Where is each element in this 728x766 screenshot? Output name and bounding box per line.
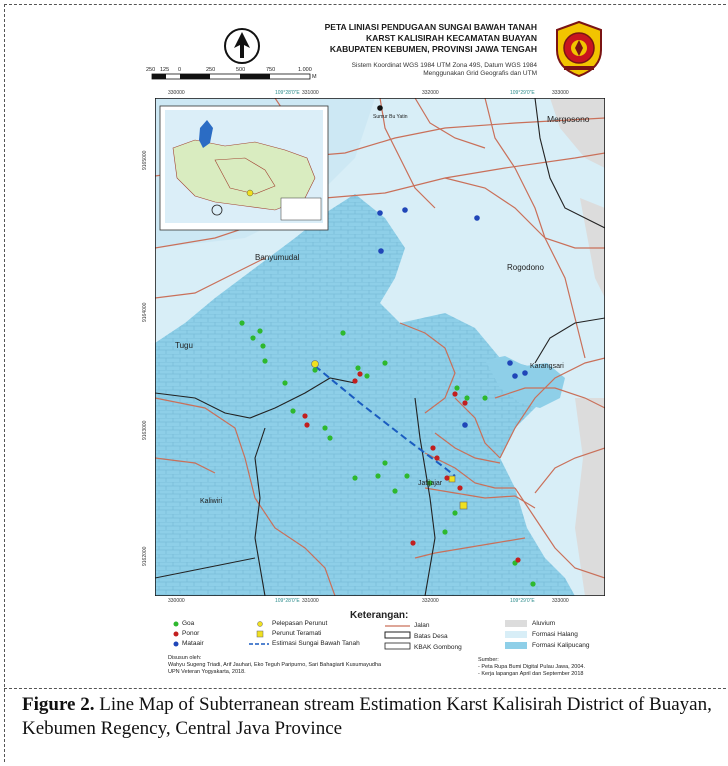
grid-y-label: 9165000 <box>142 150 148 170</box>
aluvium-area <box>575 398 605 596</box>
grid-x-label: 332000 <box>422 90 439 96</box>
grid-x-label: 333000 <box>552 598 569 604</box>
scalebar-tick: 250 <box>146 67 156 73</box>
map-sources: Sumber: - Peta Rupa Bumi Digital Pulau J… <box>478 657 586 677</box>
place-banyumudal: Banyumudal <box>255 253 300 262</box>
scalebar-tick: 125 <box>160 67 170 73</box>
grid-x-geo-label: 109°28'0"E <box>275 90 300 96</box>
perunut-teramati-marker <box>459 501 468 510</box>
scalebar-unit: M <box>312 74 317 80</box>
scalebar-tick: 750 <box>266 67 276 73</box>
place-sumur: Sumur Bu Yatin <box>373 114 408 120</box>
legend-pelepasan: Pelepasan Perunut <box>272 620 328 627</box>
legend-perunut-symbol <box>256 630 264 638</box>
legend-ponor-symbol <box>173 631 179 637</box>
place-kaliwiri: Kaliwiri <box>200 498 223 505</box>
legend-mataair: Mataair <box>182 640 204 647</box>
figure-frame <box>4 4 726 762</box>
caption-label: Figure 2. <box>22 694 95 715</box>
scalebar-tick: 1.000 <box>298 67 312 73</box>
legend-jalan: Jalan <box>414 622 430 629</box>
place-rogodono: Rogodono <box>507 263 544 272</box>
scale-bar <box>151 73 311 80</box>
legend-symbols <box>173 620 527 650</box>
map-title: PETA LINIASI PENDUGAAN SUNGAI BAWAH TANA… <box>324 22 537 54</box>
place-tugu: Tugu <box>175 341 193 350</box>
pelepasan-perunut-marker <box>311 360 319 368</box>
scalebar-tick: 0 <box>178 67 182 73</box>
legend-estimasi: Estimasi Sungai Bawah Tanah <box>272 640 360 647</box>
figure-caption: Figure 2. Line Map of Subterranean strea… <box>22 693 722 741</box>
grid-x-geo-label: 109°29'0"E <box>510 598 535 604</box>
legend-aluvium: Aluvium <box>532 620 556 627</box>
grid-x-geo-label: 109°29'0"E <box>510 90 535 96</box>
map-subtitle: Sistem Koordinat WGS 1984 UTM Zona 49S, … <box>351 62 537 77</box>
grid-y-label: 9163000 <box>142 420 148 440</box>
scalebar-tick: 500 <box>236 67 246 73</box>
road-network <box>155 98 605 596</box>
legend-aluvium-symbol <box>505 620 527 627</box>
legend-kalipucang: Formasi Kalipucang <box>532 642 590 649</box>
north-arrow-icon <box>224 28 260 64</box>
grid-x-label: 331000 <box>302 598 319 604</box>
inset-location-map <box>159 105 329 231</box>
place-jatijajar: Jatijajar <box>418 480 443 487</box>
legend-mataair-symbol <box>173 641 179 647</box>
estimasi-sungai-line <box>314 365 456 477</box>
scalebar-tick: 250 <box>206 67 216 73</box>
legend-batas-desa: Batas Desa <box>414 633 448 640</box>
aluvium-area <box>550 98 605 168</box>
legend-kbak: KBAK Gombong <box>414 644 462 651</box>
legend-goa: Goa <box>182 620 195 627</box>
goa-markers <box>239 320 536 587</box>
caption-text: Line Map of Subterranean stream Estimati… <box>22 694 712 739</box>
legend-halang: Formasi Halang <box>532 631 578 638</box>
legend-batas-desa-symbol <box>384 631 411 639</box>
university-logo <box>556 20 602 78</box>
legend-goa-symbol <box>173 621 179 627</box>
legend-perunut: Perunut Teramati <box>272 630 322 637</box>
grid-x-geo-label: 109°28'0"E <box>275 598 300 604</box>
main-map: Sumur Bu Yatin Mergosono Rogodono Banyum… <box>155 98 605 596</box>
caption-separator <box>4 688 726 689</box>
legend-ponor: Ponor <box>182 630 200 637</box>
place-mergosono: Mergosono <box>547 114 590 124</box>
mataair-markers <box>377 207 528 428</box>
map-credits: Disusun oleh: Wahyu Sugeng Triadi, Arif … <box>168 655 382 675</box>
place-karangsari: Karangsari <box>530 363 564 370</box>
perunut-teramati-marker <box>448 475 456 483</box>
legend-halang-symbol <box>505 631 527 638</box>
legend-heading: Keterangan: <box>350 610 409 621</box>
grid-x-label: 330000 <box>168 598 185 604</box>
grid-x-label: 331000 <box>302 90 319 96</box>
legend-kbak-symbol <box>384 642 411 650</box>
grid-x-label: 330000 <box>168 90 185 96</box>
legend-pelepasan-symbol <box>257 621 263 627</box>
grid-x-label: 332000 <box>422 598 439 604</box>
legend-kalipucang-symbol <box>505 642 527 649</box>
grid-y-label: 9162000 <box>142 546 148 566</box>
ponor-markers <box>302 371 521 563</box>
grid-x-label: 333000 <box>552 90 569 96</box>
grid-y-label: 9164000 <box>142 302 148 322</box>
